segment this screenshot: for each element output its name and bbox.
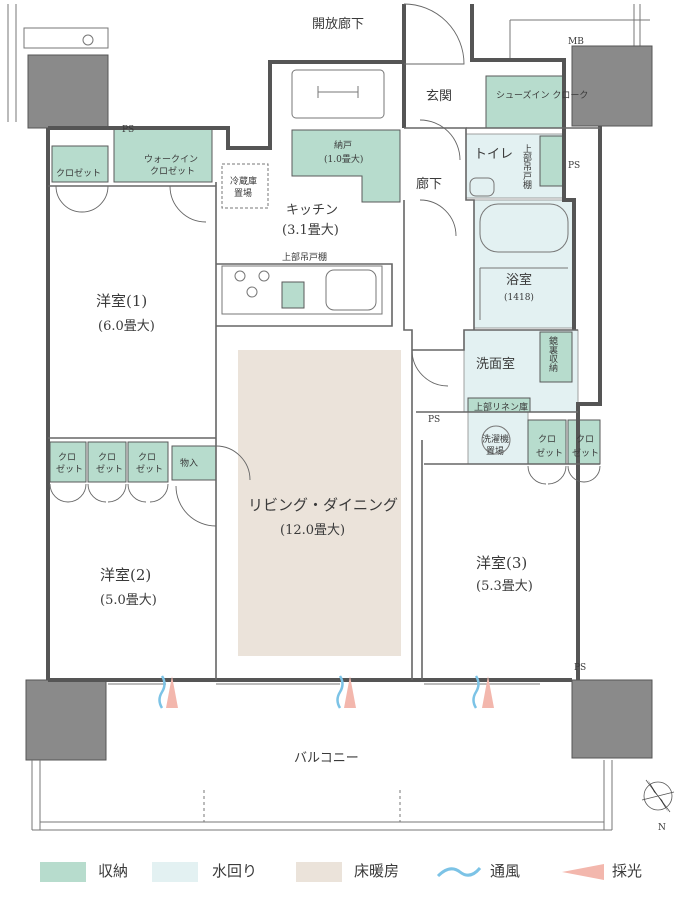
closet-room2-a <box>49 441 87 483</box>
label-entrance: 玄関 <box>426 89 452 104</box>
label-toilet: トイレ <box>474 147 513 162</box>
legend-label-daylight: 採光 <box>612 862 643 880</box>
stove-burner <box>234 270 246 282</box>
closet-room2-b <box>87 441 127 483</box>
column-bottom-right <box>571 679 653 759</box>
legend-label-floor-heating: 床暖房 <box>354 862 400 880</box>
label-toilet-cabinet: 上部吊戸棚 <box>521 144 532 190</box>
entrance-door <box>403 3 465 65</box>
label-linen: 上部リネン庫 <box>474 401 528 413</box>
corridor-railing <box>7 4 109 122</box>
label-kuro-r2b: クロ <box>98 452 116 463</box>
label-room1: 洋室(1) <box>96 292 147 310</box>
label-kuro-r2c: クロ <box>138 452 156 463</box>
label-shoes-in-closet-text: シューズイン クローク <box>496 89 588 101</box>
legend-label-ventilation: 通風 <box>490 862 521 880</box>
closet-room3-a <box>527 419 567 465</box>
label-mirror-storage: 鏡裏収納 <box>547 335 558 373</box>
label-monoire: 物入 <box>180 457 198 469</box>
legend-daylight-icon <box>562 864 604 880</box>
label-washroom: 洗面室 <box>476 356 515 372</box>
label-kitchen-size: (3.1畳大) <box>282 223 339 238</box>
corridor-planter <box>291 69 385 119</box>
column-top-left <box>27 54 109 129</box>
closet-room1 <box>51 145 109 183</box>
label-zetto-r2a: ゼット <box>56 463 83 475</box>
label-kuro-r3b: クロ <box>576 434 594 445</box>
label-shoes-in-closet: シューズイン クローク <box>496 89 588 101</box>
kitchen-cabinet <box>281 281 305 309</box>
label-room3-size: (5.3畳大) <box>476 579 533 594</box>
floor-heating-area <box>238 350 401 656</box>
compass-icon <box>641 779 675 813</box>
label-washer: 洗濯機 <box>482 433 509 445</box>
mirror-storage <box>539 331 573 383</box>
label-zetto-r3a: ゼット <box>536 447 563 459</box>
bathtub <box>479 203 569 253</box>
label-ps-1: PS <box>122 125 134 135</box>
ventilation-marker <box>158 675 480 709</box>
column-bottom-left <box>25 679 107 761</box>
label-walk-in: ウォークイン <box>144 154 198 165</box>
label-bath: 浴室 <box>506 272 532 288</box>
label-fridge-place: 置場 <box>234 187 252 199</box>
label-living: リビング・ダイニング <box>248 496 398 514</box>
label-kuro-r2a: クロ <box>58 452 76 463</box>
legend-label-water: 水回り <box>212 862 258 880</box>
label-kuro-r3a: クロ <box>538 434 556 445</box>
toilet-upper-cabinet <box>539 135 565 187</box>
label-north: N <box>658 823 666 833</box>
label-zetto-r2c: ゼット <box>136 463 163 475</box>
monoire-storage <box>171 445 217 481</box>
label-walk-in-closet: クロゼット <box>150 165 195 177</box>
label-ps-3: PS <box>428 415 440 425</box>
daylight-marker <box>166 676 494 708</box>
label-zetto-r3b: ゼット <box>572 447 599 459</box>
label-mb: MB <box>568 37 584 47</box>
toilet-bowl <box>469 177 495 197</box>
label-nando: 納戸 <box>334 139 352 151</box>
washer-drum <box>481 425 511 455</box>
label-corridor-open: 開放廊下 <box>312 16 364 32</box>
label-kitchen: キッチン <box>286 203 338 218</box>
label-hallway: 廊下 <box>416 176 442 192</box>
legend-swatch-storage <box>40 862 86 882</box>
fridge-space <box>221 163 269 209</box>
label-upper-cabinet: 上部吊戸棚 <box>282 251 327 263</box>
balcony-rail <box>31 760 613 831</box>
label-ps-4: PS <box>574 663 586 673</box>
closet-room2-c <box>127 441 169 483</box>
closet-room3-b <box>567 419 601 465</box>
label-room3: 洋室(3) <box>476 554 527 572</box>
shoes-in-closet <box>485 75 565 129</box>
label-balcony: バルコニー <box>294 751 359 766</box>
label-washer-place: 置場 <box>486 445 504 457</box>
label-zetto-r2b: ゼット <box>96 463 123 475</box>
legend-swatch-water <box>152 862 198 882</box>
label-closet-room1: クロゼット <box>56 167 101 179</box>
label-fridge: 冷蔵庫 <box>230 175 257 187</box>
kitchen-sink <box>325 269 377 311</box>
legend-swatch-floor-heating <box>296 862 342 882</box>
column-top-right <box>571 45 653 127</box>
walk-in-closet <box>113 127 213 183</box>
nando-storage <box>291 129 401 203</box>
label-room2-size: (5.0畳大) <box>100 593 157 608</box>
label-room1-size: (6.0畳大) <box>98 319 155 334</box>
label-bath-size: (1418) <box>504 292 534 303</box>
bath-area <box>473 199 575 329</box>
label-nando-size: (1.0畳大) <box>324 153 363 165</box>
legend-ventilation-icon <box>436 867 482 878</box>
label-living-size: (12.0畳大) <box>280 523 345 538</box>
label-room2: 洋室(2) <box>100 566 151 584</box>
label-ps-2: PS <box>568 161 580 171</box>
legend-label-storage: 収納 <box>98 862 129 880</box>
kitchen-counter <box>221 265 383 315</box>
